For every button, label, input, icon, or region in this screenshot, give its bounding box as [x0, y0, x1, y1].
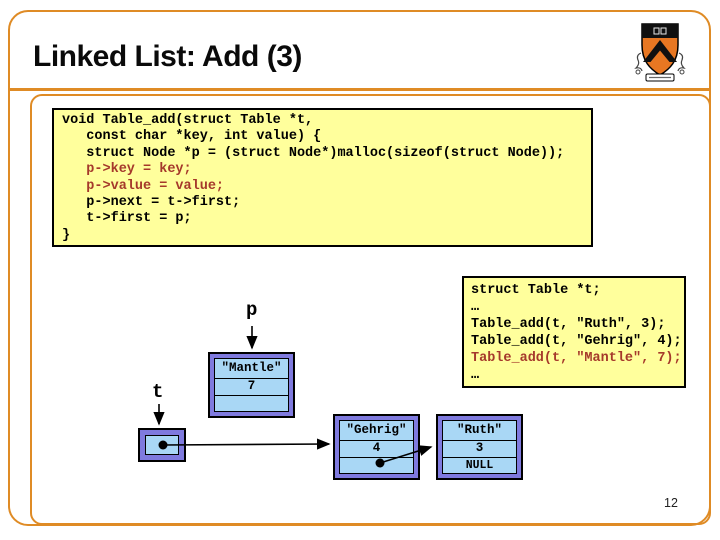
- code-line: t->first = p;: [62, 211, 192, 227]
- pointer-label-t: t: [152, 381, 164, 403]
- code-line: }: [62, 227, 71, 243]
- node-key-cell: "Gehrig": [340, 421, 413, 441]
- code-block-client-calls: struct Table *t; … Table_add(t, "Ruth", 3)…: [462, 276, 686, 388]
- node-value-cell: 4: [340, 441, 413, 458]
- page-number: 12: [664, 496, 678, 510]
- node-gehrig: "Gehrig" 4: [333, 414, 420, 480]
- code-line: p->key = key;: [62, 162, 192, 178]
- node-ruth: "Ruth" 3 NULL: [436, 414, 523, 480]
- node-next-cell: [340, 458, 413, 473]
- node-key-cell: "Ruth": [443, 421, 516, 441]
- code-line: p->value = value;: [62, 178, 225, 194]
- code-line: Table_add(t, "Mantle", 7);: [471, 351, 682, 366]
- code-line: Table_add(t, "Ruth", 3);: [471, 317, 666, 332]
- node-key-cell: "Mantle": [215, 359, 288, 379]
- content-frame: [30, 94, 711, 525]
- code-line: struct Node *p = (struct Node*)malloc(si…: [62, 145, 565, 161]
- code-line: …: [471, 368, 480, 383]
- node-value-cell: 7: [215, 379, 288, 396]
- code-line: void Table_add(struct Table *t,: [62, 113, 314, 128]
- page-title: Linked List: Add (3): [33, 40, 302, 73]
- node-value-cell: 3: [443, 441, 516, 458]
- table-struct-box: [138, 428, 186, 462]
- code-line: p->next = t->first;: [62, 195, 241, 211]
- node-next-cell: [215, 396, 288, 411]
- code-block-table-add: void Table_add(struct Table *t, const ch…: [52, 108, 593, 247]
- table-first-field: [145, 435, 179, 455]
- code-line: Table_add(t, "Gehrig", 4);: [471, 334, 682, 349]
- code-line: struct Table *t;: [471, 283, 601, 298]
- code-line: …: [471, 300, 480, 315]
- node-next-cell: NULL: [443, 458, 516, 473]
- pointer-label-p: p: [246, 299, 258, 321]
- code-line: const char *key, int value) {: [62, 129, 322, 145]
- princeton-shield-logo: [634, 23, 686, 82]
- node-mantle: "Mantle" 7: [208, 352, 295, 418]
- title-divider-line: [8, 88, 711, 91]
